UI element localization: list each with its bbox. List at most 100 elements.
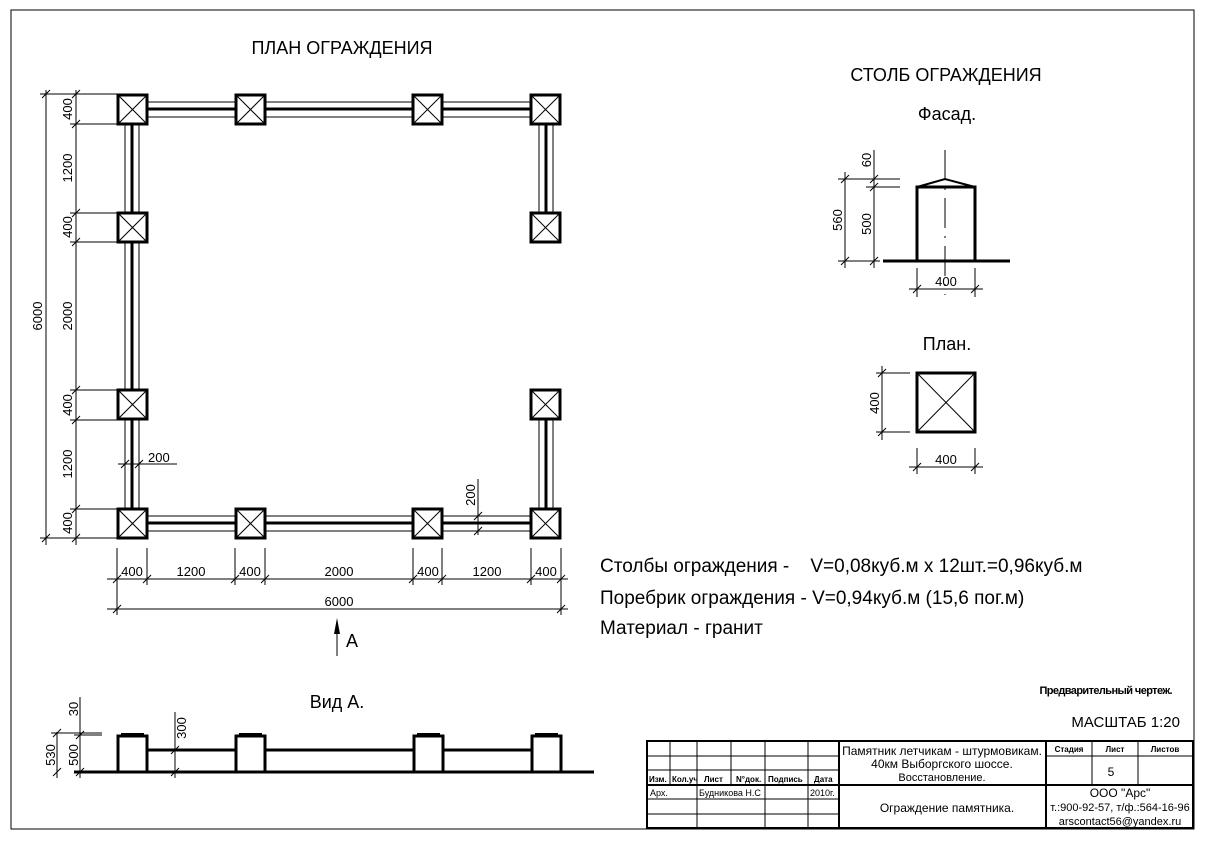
dim-tick (41, 89, 51, 99)
plan-dim-width: 400 (935, 452, 957, 467)
dim-left-total: 6000 (30, 302, 45, 331)
tb-header-sheet: Лист (704, 775, 723, 784)
facade-dim-width: 400 (935, 274, 957, 289)
post (529, 388, 562, 421)
dim-tick (71, 385, 81, 395)
facade-dim-body: 500 (859, 213, 874, 235)
post-plan-label: План. (923, 334, 971, 354)
view-arrow-a: А (334, 618, 358, 656)
dim-tick (142, 574, 152, 584)
dim-tick (71, 415, 81, 425)
post (529, 93, 562, 126)
dim-left-2: 1200 (60, 154, 75, 183)
post (234, 507, 267, 540)
dim-tick (71, 208, 81, 218)
dim-tick (71, 119, 81, 129)
tb-header-signature: Подпись (768, 775, 803, 784)
dim-bottom-7: 400 (535, 564, 557, 579)
tb-header-docno: N°док. (736, 775, 761, 784)
dim-bottom-6: 1200 (473, 564, 502, 579)
view-a-dim-curb: 300 (174, 717, 189, 739)
tb-name: Будникова Н.С (699, 788, 761, 798)
view-a-post (116, 733, 149, 772)
post (116, 388, 149, 421)
dim-bottom-5: 400 (417, 564, 439, 579)
note-curb: Поребрик ограждения - V=0,94куб.м (15,6 … (600, 588, 1024, 609)
post (116, 93, 149, 126)
tb-sheet-number: 5 (1108, 765, 1115, 779)
curb-right-bottom (538, 420, 554, 509)
dim-tick (112, 604, 122, 614)
tb-project-line-3: Восстановление. (898, 772, 985, 784)
note-material: Материал - гранит (600, 618, 763, 639)
dim-tick (71, 533, 81, 543)
facade-label: Фасад. (918, 104, 976, 124)
plan-dims-bottom: 400 1200 400 2000 400 1200 400 6000 (107, 548, 568, 615)
view-a-post (234, 733, 267, 772)
view-a-dim-total: 530 (43, 744, 58, 766)
dim-curb-width-left: 200 (148, 450, 170, 465)
dim-left-4: 2000 (60, 302, 75, 331)
facade-dim-total: 560 (830, 209, 845, 231)
dim-bottom-4: 2000 (325, 564, 354, 579)
dim-curb-width-bottom: 200 (463, 484, 478, 506)
dim-tick (230, 574, 240, 584)
view-marker-label: А (346, 631, 358, 651)
tb-header-qty: Кол.уч (672, 775, 698, 784)
post (116, 507, 149, 540)
scale-label: МАСШТАБ 1:20 (1071, 714, 1180, 731)
dim-left-1: 400 (60, 98, 75, 120)
dim-tick (260, 574, 270, 584)
view-a-elevation: 30 500 530 300 (43, 697, 594, 778)
tb-email: arscontact56@yandex.ru (1059, 816, 1181, 828)
post-facade: 60 500 560 400 (830, 150, 1010, 297)
tb-project-line-1: Памятник летчикам - штурмовикам. (842, 744, 1042, 758)
tb-sheet-header: Лист (1106, 745, 1125, 754)
plan-drawing (116, 93, 562, 540)
post (529, 507, 562, 540)
plan-dim-height: 400 (867, 392, 882, 414)
tb-phone: т.:900-92-57, т/ф.:564-16-96 (1050, 802, 1190, 814)
post-plan: 400 400 (867, 366, 983, 474)
tb-header-date: Дата (814, 775, 833, 784)
curb-top (147, 101, 530, 118)
dim-tick (71, 89, 81, 99)
dim-left-3: 400 (60, 216, 75, 238)
post (529, 211, 562, 244)
plan-title: ПЛАН ОГРАЖДЕНИЯ (251, 38, 432, 58)
tb-sheet-title: Ограждение памятника. (880, 801, 1014, 815)
tb-stage-header: Стадия (1055, 745, 1084, 754)
post (234, 93, 267, 126)
view-a-post (530, 733, 563, 772)
dim-curb-bottom: 200 (463, 479, 483, 536)
post-title: СТОЛБ ОГРАЖДЕНИЯ (850, 65, 1041, 85)
dim-tick (71, 504, 81, 514)
tb-role: Арх. (650, 788, 668, 798)
view-a-title: Вид А. (310, 692, 365, 712)
sheet-frame (10, 9, 1195, 830)
curb-bottom (147, 515, 530, 532)
dim-bottom-total: 6000 (325, 594, 354, 609)
post (411, 93, 444, 126)
post (116, 211, 149, 244)
tb-date: 2010г. (810, 788, 835, 798)
tb-sheets-header: Листов (1151, 745, 1180, 754)
dim-bottom-1: 400 (121, 564, 143, 579)
preliminary-note: Предварительный чертеж. (1039, 685, 1172, 697)
dim-tick (556, 574, 566, 584)
post (411, 507, 444, 540)
tb-company: ООО "Арс" (1090, 786, 1151, 800)
dim-tick (41, 533, 51, 543)
tb-project-line-2: 40км Выборгского шоссе. (871, 757, 1013, 771)
dim-bottom-3: 400 (239, 564, 261, 579)
note-posts: Столбы ограждения - V=0,08куб.м х 12шт.=… (600, 556, 1082, 577)
dim-curb-left: 200 (118, 450, 177, 470)
curb-left (124, 124, 140, 509)
facade-dim-cap: 60 (859, 153, 874, 167)
plan-dims-left: 400 1200 400 2000 400 1200 400 6000 (30, 89, 117, 545)
title-block: Изм. Кол.уч Лист N°док. Подпись Дата Арх… (646, 740, 1194, 829)
tb-header-change: Изм. (649, 775, 667, 784)
dim-bottom-2: 1200 (177, 564, 206, 579)
dim-tick (112, 574, 122, 584)
